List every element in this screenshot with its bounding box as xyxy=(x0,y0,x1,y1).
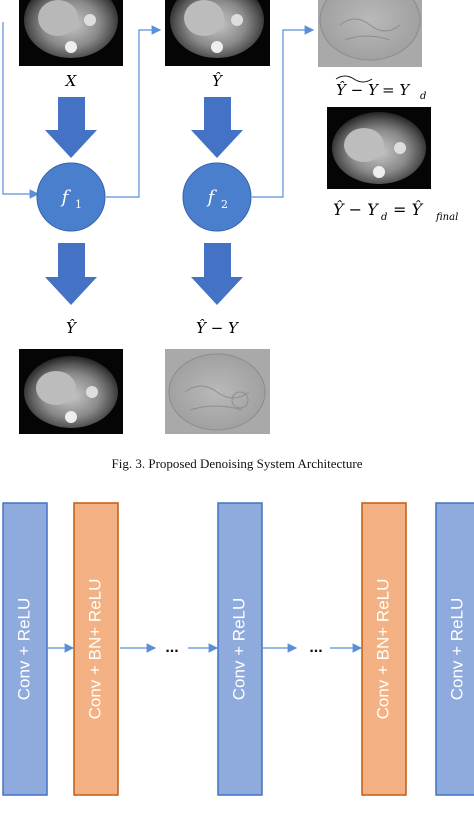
layer-label-4: Conv + BN+ ReLU xyxy=(373,579,392,720)
figure-caption: Fig. 3. Proposed Denoising System Archit… xyxy=(111,456,363,471)
label-output-residual: Ŷ − Y xyxy=(196,319,240,337)
node-f2 xyxy=(182,162,252,232)
residual-image-output xyxy=(165,349,270,434)
node-f1 xyxy=(36,162,106,232)
arrow-yhat-to-f2 xyxy=(191,97,243,158)
label-x: X xyxy=(65,72,78,90)
layer-block-5 xyxy=(435,502,474,796)
final-eq-right: = Ŷ xyxy=(393,199,423,219)
connector-f1-to-yhat xyxy=(106,25,162,198)
layer-block-2 xyxy=(73,502,119,796)
arrow-x-to-f1 xyxy=(45,97,97,158)
label-output-yhat: Ŷ xyxy=(66,319,78,337)
final-eq-sub2: final xyxy=(435,212,458,223)
ct-image-output xyxy=(19,349,123,434)
residual-image-top xyxy=(318,0,422,67)
residual-eq-sub: d xyxy=(420,91,426,102)
ellipsis-2: ... xyxy=(309,639,322,656)
ct-image-x xyxy=(19,0,123,66)
network-diagram: Conv + ReLU Conv + BN+ ReLU Conv + ReLU Con… xyxy=(2,502,474,796)
residual-eq-right: = Y xyxy=(382,81,411,99)
node-f1-sub: 1 xyxy=(75,198,82,211)
layer-block-1 xyxy=(2,502,48,796)
final-eq-left: Ŷ − Y xyxy=(333,199,379,219)
node-f2-sub: 2 xyxy=(221,198,228,211)
layer-label-3: Conv + ReLU xyxy=(229,598,248,701)
ellipsis-1: ... xyxy=(165,639,178,656)
residual-equation: Ŷ − Y = Y d xyxy=(335,75,426,102)
arrow-f2-to-output xyxy=(191,243,243,305)
final-eq-sub1: d xyxy=(381,212,387,223)
tilde-mark xyxy=(335,75,373,83)
final-equation: Ŷ − Y d = Ŷ final xyxy=(333,199,458,223)
layer-block-4 xyxy=(361,502,407,796)
layer-label-1: Conv + ReLU xyxy=(14,598,33,701)
arrow-f1-to-output xyxy=(45,243,97,305)
ct-image-final xyxy=(327,107,431,189)
layer-label-5: Conv + ReLU xyxy=(447,598,466,701)
connector-input-to-f1 xyxy=(2,22,40,199)
layer-label-2: Conv + BN+ ReLU xyxy=(85,579,104,720)
ct-image-yhat xyxy=(165,0,270,66)
label-yhat: Ŷ xyxy=(212,72,224,90)
residual-eq-left: Ŷ − Y xyxy=(336,81,380,99)
connector-lines xyxy=(2,22,315,199)
block-arrows xyxy=(45,97,243,305)
connector-f2-to-residual xyxy=(252,25,315,198)
